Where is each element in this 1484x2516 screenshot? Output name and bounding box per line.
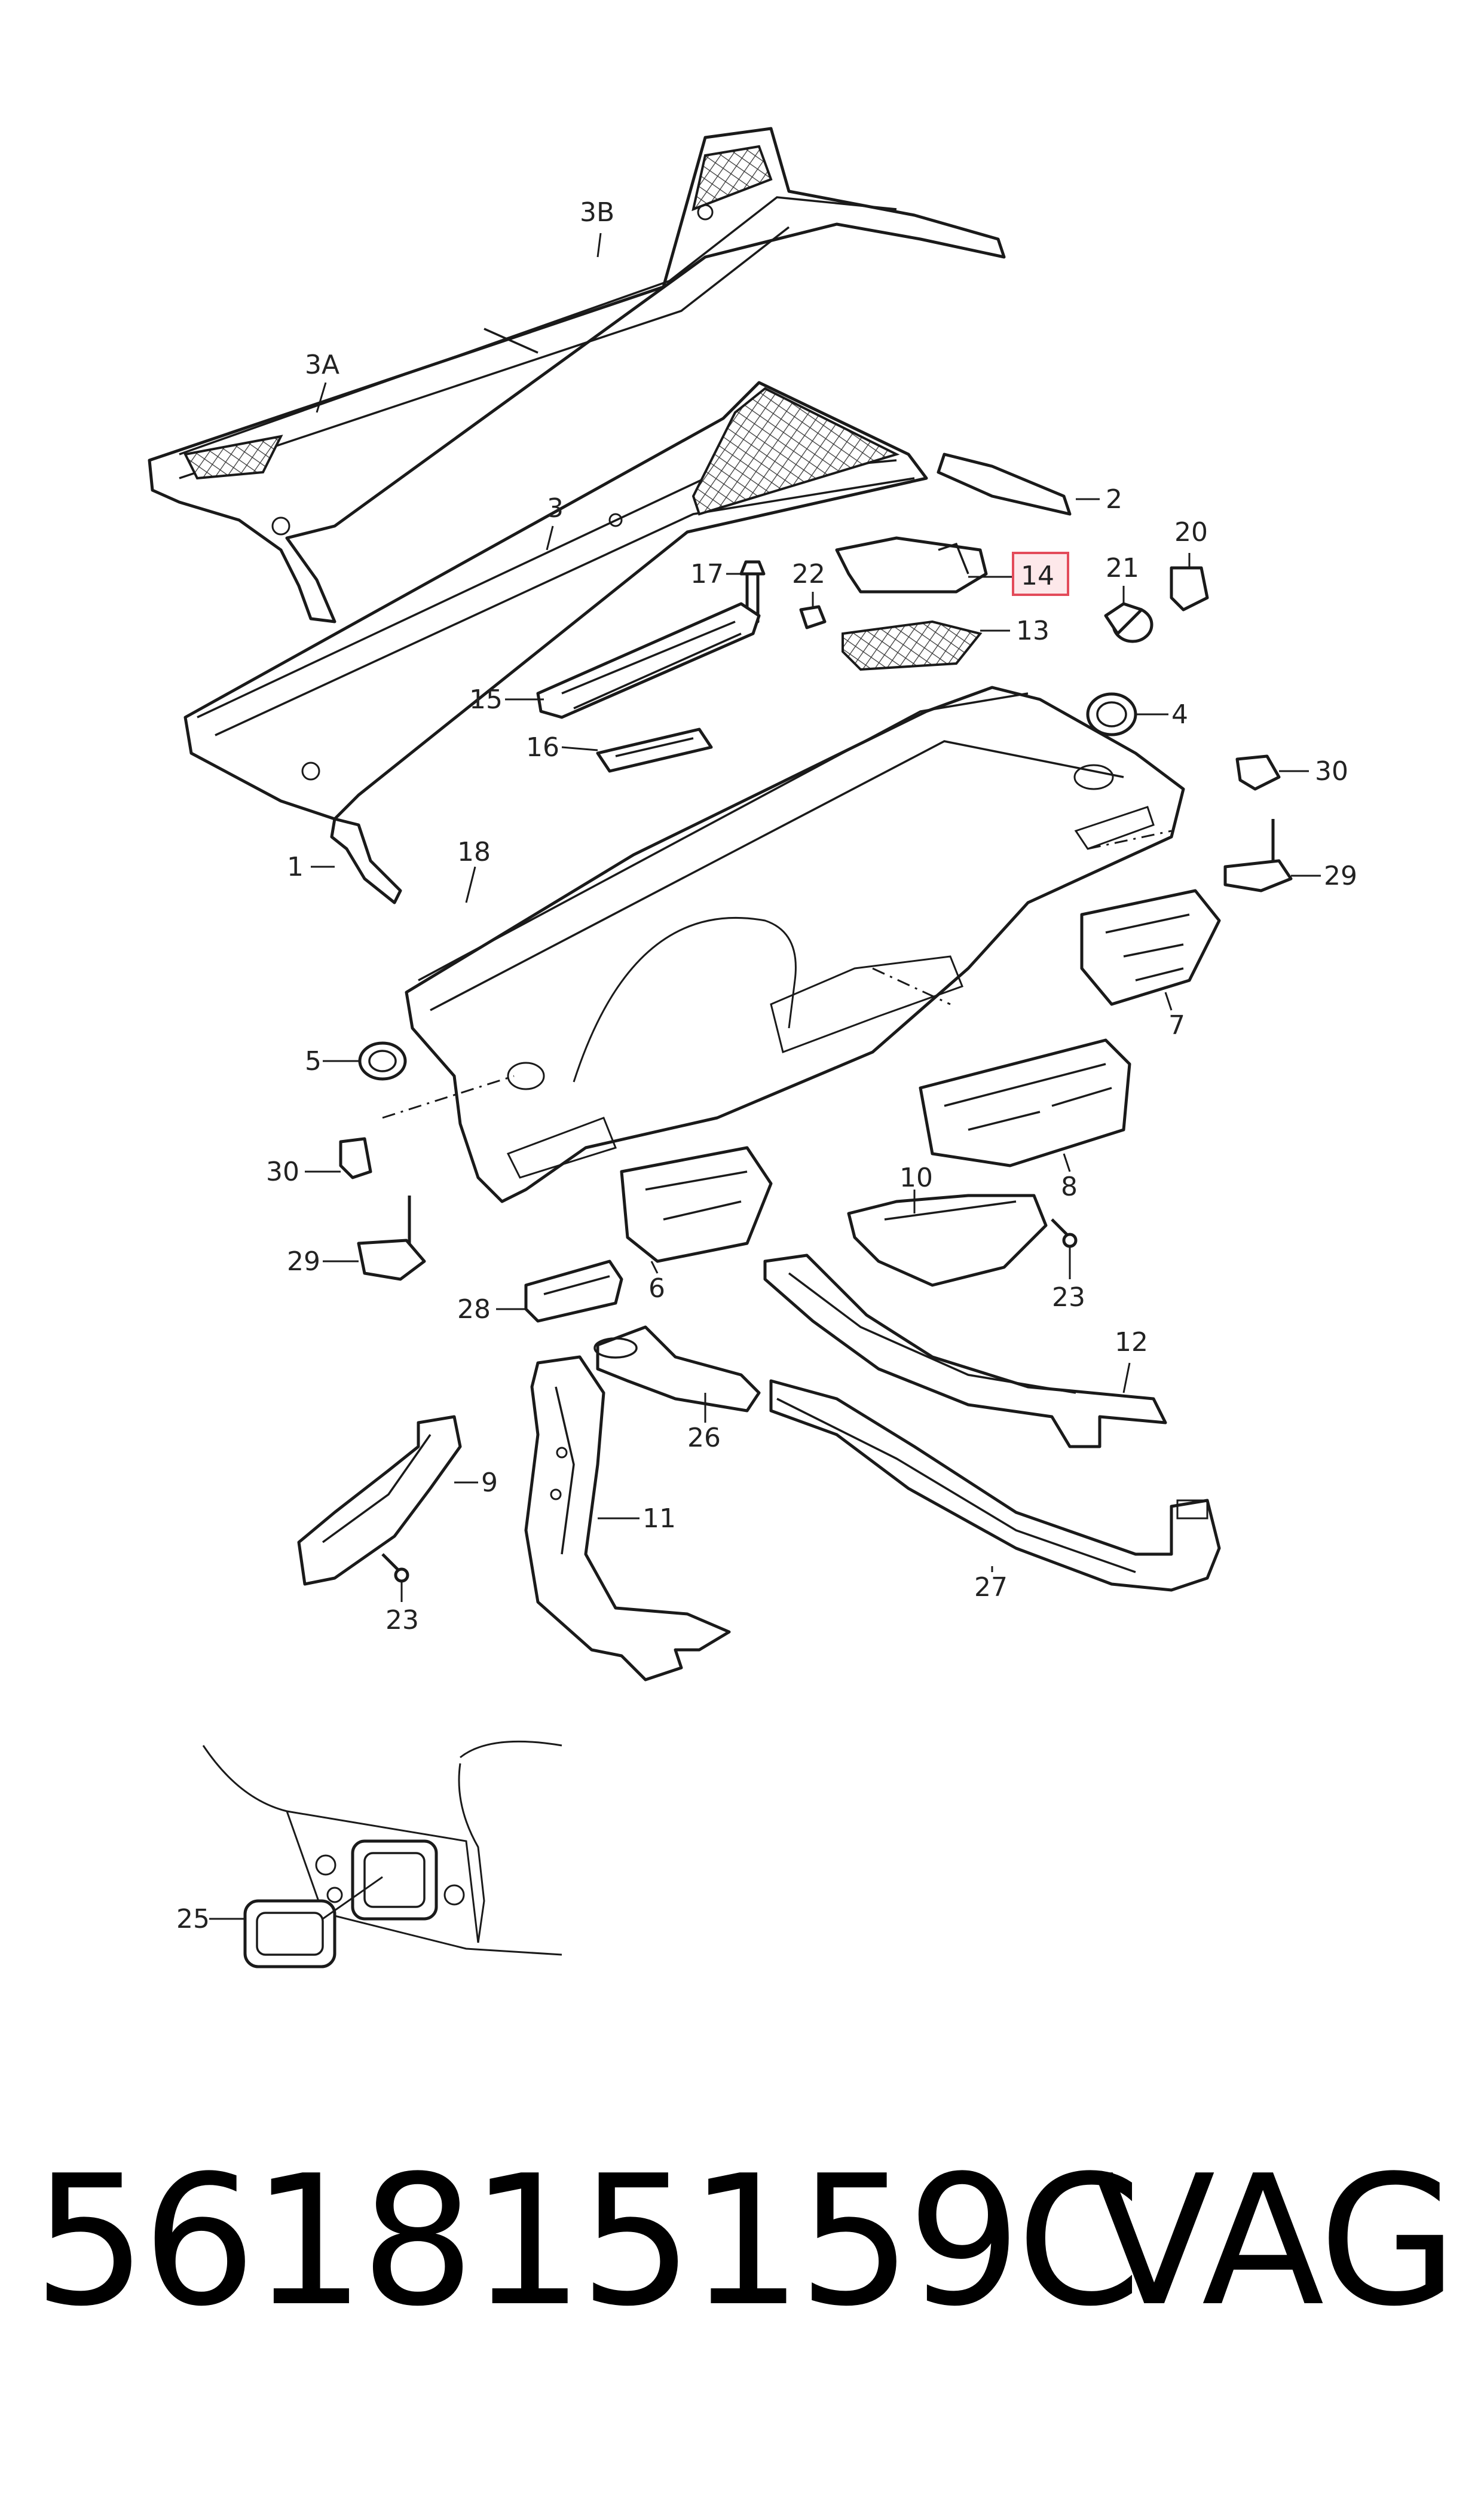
callout-9: 9: [481, 1468, 498, 1498]
callout-15: 15: [469, 684, 503, 715]
callout-14: 14: [1021, 561, 1054, 591]
callout-3: 3: [547, 493, 564, 524]
defrost-vent-15: [536, 602, 761, 719]
side-bracket-1: [330, 817, 402, 904]
callout-28: 28: [457, 1294, 491, 1325]
clip-30-right: [1235, 754, 1281, 791]
speaker-grille-4: [1086, 692, 1137, 736]
callout-8: 8: [1061, 1172, 1078, 1202]
air-duct-12: [763, 1254, 1167, 1448]
callout-25: 25: [176, 1904, 210, 1934]
callout-7: 7: [1168, 1010, 1185, 1041]
callout-2: 2: [1106, 484, 1122, 515]
screw-23-right: [1051, 1218, 1078, 1248]
nut-22: [799, 605, 827, 629]
air-vent-7: [1080, 889, 1221, 1006]
dashboard-18: [405, 686, 1185, 1203]
callout-17: 17: [690, 559, 724, 589]
callout-30-right: 30: [1315, 756, 1348, 787]
air-duct-26: [593, 1325, 761, 1413]
brand-name: VAG: [1093, 2137, 1458, 2346]
inset-detail: [202, 1740, 562, 1968]
small-vent-16: [596, 727, 713, 773]
callout-10: 10: [899, 1163, 933, 1193]
callout-12: 12: [1115, 1327, 1148, 1358]
callout-14-highlight: [1012, 552, 1069, 596]
sensor-20: [1170, 566, 1209, 612]
screw-23-left: [381, 1553, 409, 1583]
plenum-panel-3: [183, 381, 928, 821]
footer: 561815159C VAG: [33, 2137, 1458, 2367]
clip-30-left: [339, 1137, 372, 1179]
callout-18: 18: [457, 837, 491, 867]
clip-21: [1104, 602, 1153, 643]
callout-1: 1: [287, 852, 304, 882]
callout-11: 11: [642, 1503, 676, 1534]
callout-13: 13: [1016, 616, 1049, 646]
callout-29-right: 29: [1324, 861, 1357, 891]
callout-3a: 3A: [305, 350, 339, 380]
vent-grille-13: [842, 620, 983, 671]
callout-23-left: 23: [385, 1605, 419, 1635]
stud-bracket-29-right: [1223, 819, 1293, 892]
speaker-grille-5: [358, 1041, 407, 1081]
callout-23-right: 23: [1052, 1282, 1085, 1313]
callout-20: 20: [1174, 517, 1208, 548]
callout-29-left: 29: [287, 1246, 320, 1277]
air-vent-6: [620, 1146, 773, 1263]
callout-27: 27: [974, 1572, 1008, 1603]
callout-22: 22: [792, 559, 825, 589]
callout-labels: 3B 3A 3 2 20 17 22 14 21 13 15 4 16 30 1…: [176, 197, 1357, 1934]
callout-16: 16: [526, 732, 559, 763]
center-vent-8: [919, 1038, 1131, 1167]
callout-5: 5: [305, 1046, 322, 1077]
callout-4: 4: [1171, 699, 1188, 730]
plenum-cover-3a-3b: [148, 127, 1006, 623]
floor-duct-27: [769, 1379, 1221, 1592]
callout-21: 21: [1106, 553, 1139, 583]
vent-frame-25: [243, 1899, 336, 1968]
callout-3b: 3B: [580, 197, 614, 228]
trim-strip-2: [937, 453, 1072, 516]
duct-bracket-10: [847, 1194, 1048, 1287]
callout-6: 6: [648, 1273, 665, 1304]
callout-26: 26: [687, 1423, 721, 1453]
leader-lines: [209, 233, 1321, 1920]
vent-piece-28: [524, 1259, 623, 1323]
air-duct-9: [297, 1415, 462, 1586]
callout-30-left: 30: [266, 1157, 299, 1187]
part-number: 561815159C: [33, 2137, 1142, 2346]
bracket-14: [835, 536, 988, 594]
stud-bracket-29-left: [357, 1196, 426, 1281]
parts-diagram: 3B 3A 3 2 20 17 22 14 21 13 15 4 16 30 1…: [148, 127, 1357, 1968]
air-duct-11: [524, 1355, 731, 1682]
